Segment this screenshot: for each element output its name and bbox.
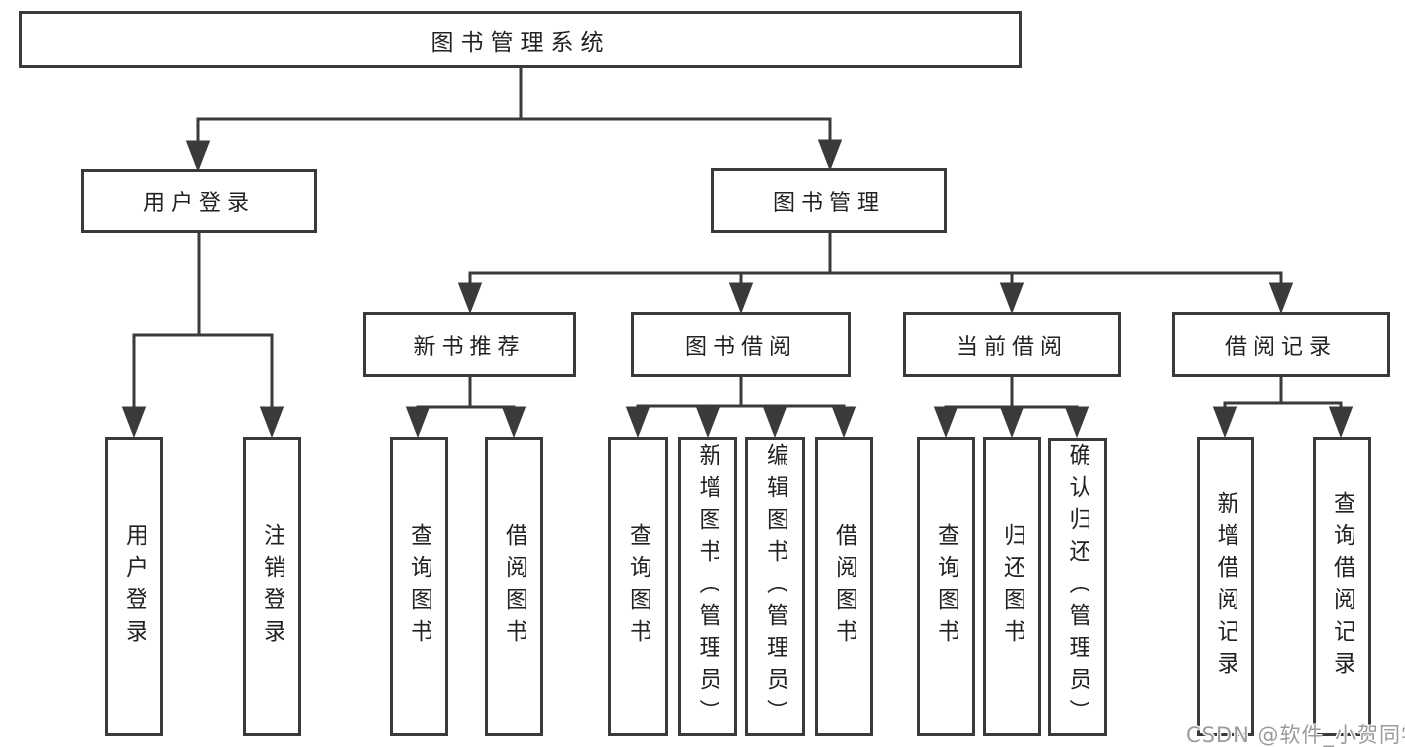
node-borrow-records: 借阅记录 bbox=[1172, 312, 1390, 377]
node-book-management: 图书管理 bbox=[711, 168, 947, 233]
arrowhead bbox=[625, 406, 651, 439]
node-current-borrow: 当前借阅 bbox=[903, 312, 1121, 377]
leaf-add-book-admin: 新增图书（管理员） bbox=[678, 437, 737, 736]
arrowhead bbox=[185, 140, 211, 173]
leaf-return-books: 归还图书 bbox=[983, 437, 1041, 736]
arrowhead bbox=[1212, 406, 1238, 439]
leaf-label: 查询借阅记录 bbox=[1330, 490, 1354, 683]
node-label: 用户登录 bbox=[142, 191, 255, 216]
leaf-add-borrow-record: 新增借阅记录 bbox=[1197, 437, 1254, 736]
node-label: 图书管理 bbox=[772, 190, 885, 216]
arrowhead bbox=[999, 282, 1025, 315]
arrowhead bbox=[831, 406, 857, 439]
arrowhead bbox=[999, 406, 1025, 439]
arrowhead bbox=[457, 282, 483, 315]
leaf-query-books-borrow: 查询图书 bbox=[608, 437, 668, 736]
arrowhead bbox=[728, 282, 754, 315]
leaf-label: 查询图书 bbox=[626, 522, 650, 651]
leaf-label: 用户登录 bbox=[122, 522, 146, 651]
node-label: 借阅记录 bbox=[1224, 334, 1337, 360]
leaf-label: 归还图书 bbox=[1000, 522, 1024, 651]
leaf-label: 确认归还（管理员） bbox=[1066, 443, 1089, 731]
leaf-borrow-books: 借阅图书 bbox=[815, 437, 873, 736]
arrowhead bbox=[1268, 282, 1294, 315]
arrowhead bbox=[1064, 406, 1090, 439]
arrowhead bbox=[933, 406, 959, 439]
leaf-label: 注销登录 bbox=[260, 522, 284, 651]
node-library-system: 图书管理系统 bbox=[19, 11, 1022, 68]
leaf-label: 编辑图书（管理员） bbox=[763, 442, 787, 731]
node-label: 图书管理系统 bbox=[430, 29, 611, 56]
node-label: 图书借阅 bbox=[684, 334, 797, 360]
node-label: 当前借阅 bbox=[955, 334, 1068, 360]
leaf-label: 新增图书（管理员） bbox=[696, 442, 719, 731]
leaf-logout: 注销登录 bbox=[243, 437, 301, 736]
leaf-label: 借阅图书 bbox=[832, 522, 856, 651]
leaf-label: 查询图书 bbox=[407, 522, 431, 651]
leaf-label: 新增借阅记录 bbox=[1214, 490, 1237, 683]
leaf-query-books-recommend: 查询图书 bbox=[390, 437, 448, 736]
arrowhead bbox=[259, 406, 285, 439]
leaf-label: 借阅图书 bbox=[502, 522, 526, 651]
arrowhead bbox=[817, 139, 843, 172]
arrowhead bbox=[501, 406, 527, 439]
arrowhead bbox=[1328, 406, 1354, 439]
node-book-borrow: 图书借阅 bbox=[631, 312, 851, 377]
leaf-label: 查询图书 bbox=[934, 522, 958, 651]
node-new-book-recommend: 新书推荐 bbox=[363, 312, 576, 377]
arrowhead bbox=[762, 406, 788, 439]
arrowhead bbox=[405, 406, 431, 439]
leaf-query-borrow-record: 查询借阅记录 bbox=[1313, 437, 1371, 736]
arrowhead bbox=[121, 406, 147, 439]
csdn-watermark: CSDN @软件_小贺同学 bbox=[1186, 723, 1405, 747]
leaf-edit-book-admin: 编辑图书（管理员） bbox=[745, 437, 805, 736]
arrowhead bbox=[695, 406, 721, 439]
leaf-user-login: 用户登录 bbox=[105, 437, 163, 736]
node-label: 新书推荐 bbox=[413, 334, 526, 360]
leaf-borrow-books-recommend: 借阅图书 bbox=[485, 437, 543, 736]
node-user-login: 用户登录 bbox=[81, 169, 317, 233]
leaf-query-books-current: 查询图书 bbox=[917, 437, 975, 736]
leaf-confirm-return-admin: 确认归还（管理员） bbox=[1048, 438, 1107, 736]
